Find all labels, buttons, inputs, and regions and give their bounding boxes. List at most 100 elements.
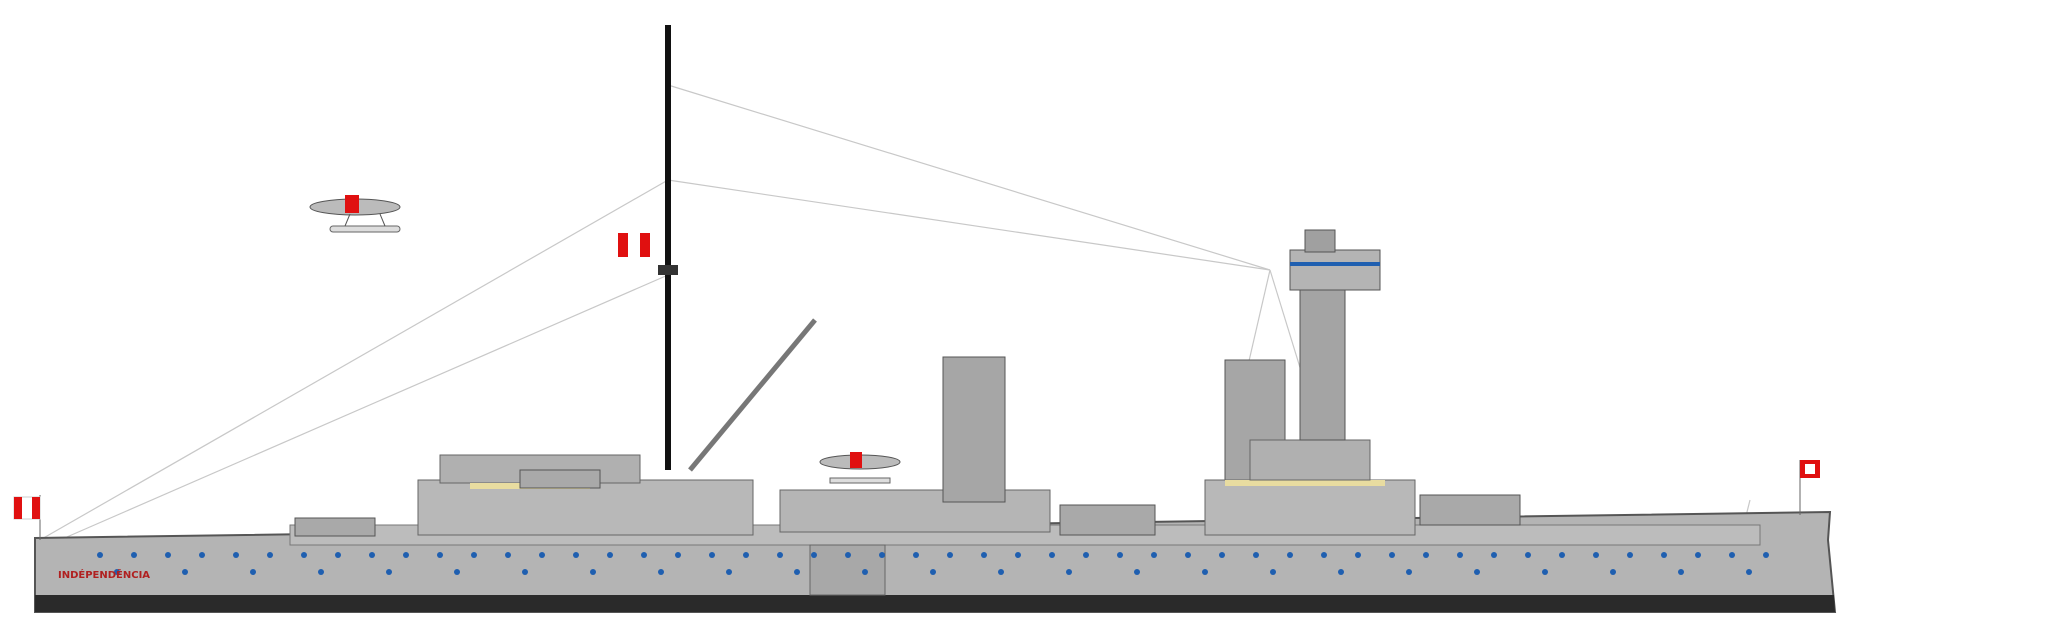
- boot-topping: [35, 595, 1835, 612]
- porthole: [267, 552, 273, 558]
- porthole: [947, 552, 953, 558]
- porthole: [1763, 552, 1769, 558]
- porthole: [709, 552, 715, 558]
- porthole: [1474, 569, 1480, 575]
- jack-flag: [1799, 460, 1820, 515]
- porthole: [1746, 569, 1752, 575]
- forward-superstructure: [1204, 479, 1416, 536]
- porthole: [1134, 569, 1140, 575]
- porthole: [1015, 552, 1021, 558]
- rangefinder: [1304, 229, 1336, 253]
- porthole: [1066, 569, 1072, 575]
- stern-flag: [13, 495, 41, 540]
- porthole: [505, 552, 511, 558]
- porthole: [199, 552, 205, 558]
- porthole: [675, 552, 681, 558]
- funnel-aft: [942, 356, 1006, 503]
- porthole: [97, 552, 103, 558]
- porthole: [726, 569, 732, 575]
- porthole: [1287, 552, 1293, 558]
- spotting-top-stripe: [1290, 262, 1380, 266]
- porthole: [1151, 552, 1157, 558]
- porthole: [131, 552, 137, 558]
- mast-flag: [618, 233, 650, 257]
- forward-deck-planking: [1225, 480, 1385, 486]
- porthole: [1219, 552, 1225, 558]
- forward-tower: [1299, 289, 1346, 441]
- porthole: [1202, 569, 1208, 575]
- porthole: [930, 569, 936, 575]
- porthole: [1457, 552, 1463, 558]
- porthole: [1049, 552, 1055, 558]
- porthole: [1270, 569, 1276, 575]
- porthole: [590, 569, 596, 575]
- porthole: [1185, 552, 1191, 558]
- porthole: [182, 569, 188, 575]
- porthole: [1542, 569, 1548, 575]
- seaplane-deck: [819, 452, 901, 484]
- porthole: [913, 552, 919, 558]
- porthole: [777, 552, 783, 558]
- porthole: [471, 552, 477, 558]
- rigging-lines: [39, 84, 1751, 541]
- porthole: [1610, 569, 1616, 575]
- porthole: [454, 569, 460, 575]
- midships-turret: [1059, 504, 1156, 536]
- crane: [688, 318, 817, 472]
- porthole: [862, 569, 868, 575]
- aft-turret-2: [519, 469, 601, 489]
- midships-deckhouse: [779, 489, 1051, 533]
- bridge: [1249, 439, 1371, 481]
- porthole: [1559, 552, 1565, 558]
- porthole: [1253, 552, 1259, 558]
- porthole: [539, 552, 545, 558]
- forward-turret: [1419, 494, 1521, 526]
- porthole: [1406, 569, 1412, 575]
- porthole: [1729, 552, 1735, 558]
- porthole: [335, 552, 341, 558]
- porthole: [607, 552, 613, 558]
- porthole: [573, 552, 579, 558]
- porthole: [981, 552, 987, 558]
- mast-top: [658, 265, 678, 275]
- porthole: [522, 569, 528, 575]
- spotting-top: [1289, 249, 1381, 291]
- ship-name: INDÉPENDÊNCIA: [58, 568, 150, 581]
- porthole: [318, 569, 324, 575]
- porthole: [794, 569, 800, 575]
- porthole: [369, 552, 375, 558]
- porthole: [386, 569, 392, 575]
- porthole: [1338, 569, 1344, 575]
- aft-turret: [294, 517, 376, 537]
- porthole: [743, 552, 749, 558]
- portholes: [97, 552, 1769, 575]
- porthole: [1593, 552, 1599, 558]
- porthole: [845, 552, 851, 558]
- porthole: [1355, 552, 1361, 558]
- seaplane-flying: [309, 195, 401, 233]
- porthole: [879, 552, 885, 558]
- porthole: [301, 552, 307, 558]
- porthole: [1389, 552, 1395, 558]
- porthole: [998, 569, 1004, 575]
- porthole: [114, 569, 120, 575]
- porthole: [1423, 552, 1429, 558]
- aft-superstructure: [417, 479, 754, 536]
- porthole: [641, 552, 647, 558]
- porthole: [1661, 552, 1667, 558]
- porthole: [1117, 552, 1123, 558]
- porthole: [250, 569, 256, 575]
- porthole: [233, 552, 239, 558]
- porthole: [658, 569, 664, 575]
- porthole: [1525, 552, 1531, 558]
- porthole: [1627, 552, 1633, 558]
- porthole: [1491, 552, 1497, 558]
- main-mast: [665, 25, 671, 470]
- porthole: [1321, 552, 1327, 558]
- porthole: [403, 552, 409, 558]
- porthole: [1083, 552, 1089, 558]
- porthole: [437, 552, 443, 558]
- porthole: [165, 552, 171, 558]
